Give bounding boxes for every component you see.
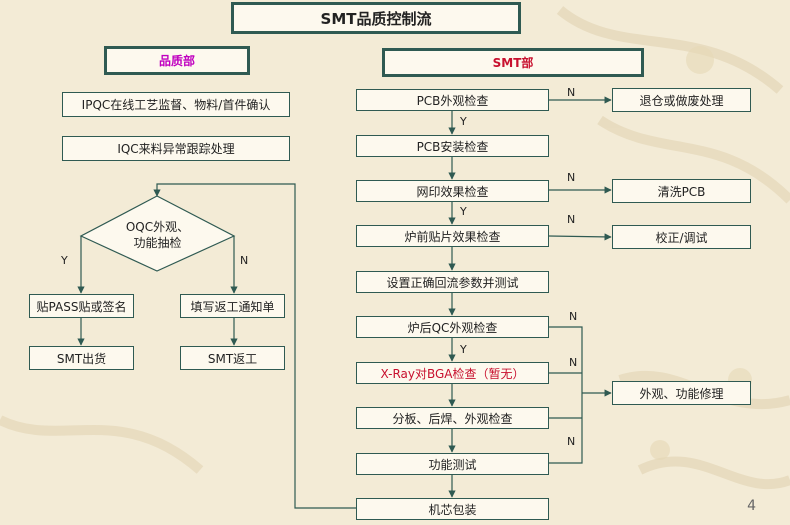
oqc-diamond xyxy=(79,195,236,272)
oqc-no-label: N xyxy=(240,254,249,267)
ship-box: SMT出货 xyxy=(29,346,134,370)
arrow-to-adjust xyxy=(548,233,612,241)
oqc-yes-label: Y xyxy=(61,254,68,267)
smt-yes-label-1: Y xyxy=(460,115,467,128)
smt-no-label-6: N xyxy=(567,435,576,448)
rework-box: SMT返工 xyxy=(180,346,285,370)
smt-step-8: 分板、后焊、外观检查 xyxy=(356,407,549,429)
smt-step-3: 网印效果检查 xyxy=(356,180,549,202)
ipqc-box: IPQC在线工艺监督、物料/首件确认 xyxy=(62,92,290,117)
smt-department-header: SMT部 xyxy=(382,48,644,77)
return-box: 退仓或做废处理 xyxy=(612,88,751,112)
smt-no-label-3: N xyxy=(567,213,576,226)
smt-no-label-1: N xyxy=(567,86,576,99)
qa-department-header: 品质部 xyxy=(104,46,250,75)
smt-step-1: PCB外观检查 xyxy=(356,89,549,111)
smt-no-label-4: N xyxy=(569,310,578,323)
smt-no-label-2: N xyxy=(567,171,576,184)
smt-step-5: 设置正确回流参数并测试 xyxy=(356,271,549,293)
smt-step-4: 炉前贴片效果检查 xyxy=(356,225,549,247)
oqc-label: OQC外观、 功能抽检 xyxy=(125,220,190,250)
smt-step-9: 功能测试 xyxy=(356,453,549,475)
smt-step-2: PCB安装检查 xyxy=(356,135,549,157)
loop-to-oqc xyxy=(153,183,356,509)
smt-step-10: 机芯包装 xyxy=(356,498,549,520)
page-title: SMT品质控制流 xyxy=(231,2,521,34)
clean-box: 清洗PCB xyxy=(612,179,751,203)
pass-box: 贴PASS贴或签名 xyxy=(29,294,134,318)
smt-yes-label-3: Y xyxy=(460,343,467,356)
adjust-box: 校正/调试 xyxy=(612,225,751,249)
page-number: 4 xyxy=(747,498,756,514)
repair-bracket xyxy=(549,326,583,464)
smt-step-7: X-Ray对BGA检查（暂无） xyxy=(356,362,549,384)
smt-yes-label-2: Y xyxy=(460,205,467,218)
smt-no-label-5: N xyxy=(569,356,578,369)
iqc-box: IQC来料异常跟踪处理 xyxy=(62,136,290,161)
smt-step-6: 炉后QC外观检查 xyxy=(356,316,549,338)
repair-box: 外观、功能修理 xyxy=(612,381,751,405)
rework-notice-box: 填写返工通知单 xyxy=(180,294,285,318)
